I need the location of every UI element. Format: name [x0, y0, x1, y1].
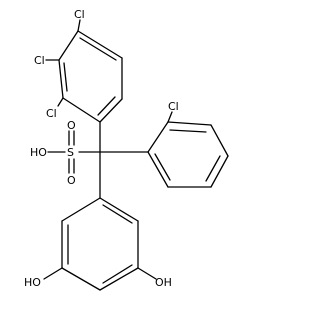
- bond: [99, 98, 123, 123]
- atom-label-cl: Cl: [46, 107, 57, 120]
- bond: [99, 197, 139, 222]
- atom-label-ho: HO: [30, 146, 47, 159]
- bond: [99, 267, 139, 291]
- bond: [147, 151, 169, 188]
- bond-c-cl: [167, 111, 173, 123]
- bond: [210, 155, 229, 188]
- double-bond-inner: [79, 37, 117, 61]
- bond: [62, 97, 101, 123]
- atom-label-o: O: [67, 119, 76, 132]
- bond-c-cl: [77, 19, 81, 32]
- bond: [210, 124, 229, 157]
- bond: [147, 121, 169, 153]
- bond: [61, 197, 101, 222]
- atom-label-cl: Cl: [34, 54, 45, 67]
- chemical-structure-diagram: Cl Cl Cl Cl S O O HO HO OH: [24, 8, 229, 291]
- bond-c-oh: [137, 267, 157, 280]
- bond: [77, 30, 123, 59]
- double-bond-inner: [205, 155, 221, 182]
- atom-label-cl: Cl: [168, 100, 179, 113]
- atom-label-oh: OH: [155, 276, 172, 289]
- atom-label-s: S: [67, 146, 74, 159]
- trichlorophenyl-ring: [58, 30, 123, 123]
- bond: [58, 30, 79, 61]
- bond-c-cl: [57, 97, 64, 107]
- bond-c-oh: [43, 267, 63, 280]
- double-bond-inner: [63, 62, 68, 92]
- bond: [58, 59, 64, 99]
- double-bond-inner: [97, 96, 116, 116]
- bond: [61, 267, 101, 291]
- chlorophenyl-ring: [147, 121, 229, 188]
- double-bond-inner: [102, 204, 133, 224]
- double-bond-inner: [169, 129, 207, 133]
- atom-label-o: O: [67, 174, 76, 187]
- atom-label-cl: Cl: [74, 8, 85, 21]
- atom-label-ho: HO: [24, 276, 41, 289]
- bond: [167, 121, 212, 126]
- double-bond-inner: [154, 153, 171, 181]
- double-bond-inner: [102, 264, 133, 284]
- dihydroxyphenyl-ring: [61, 197, 139, 291]
